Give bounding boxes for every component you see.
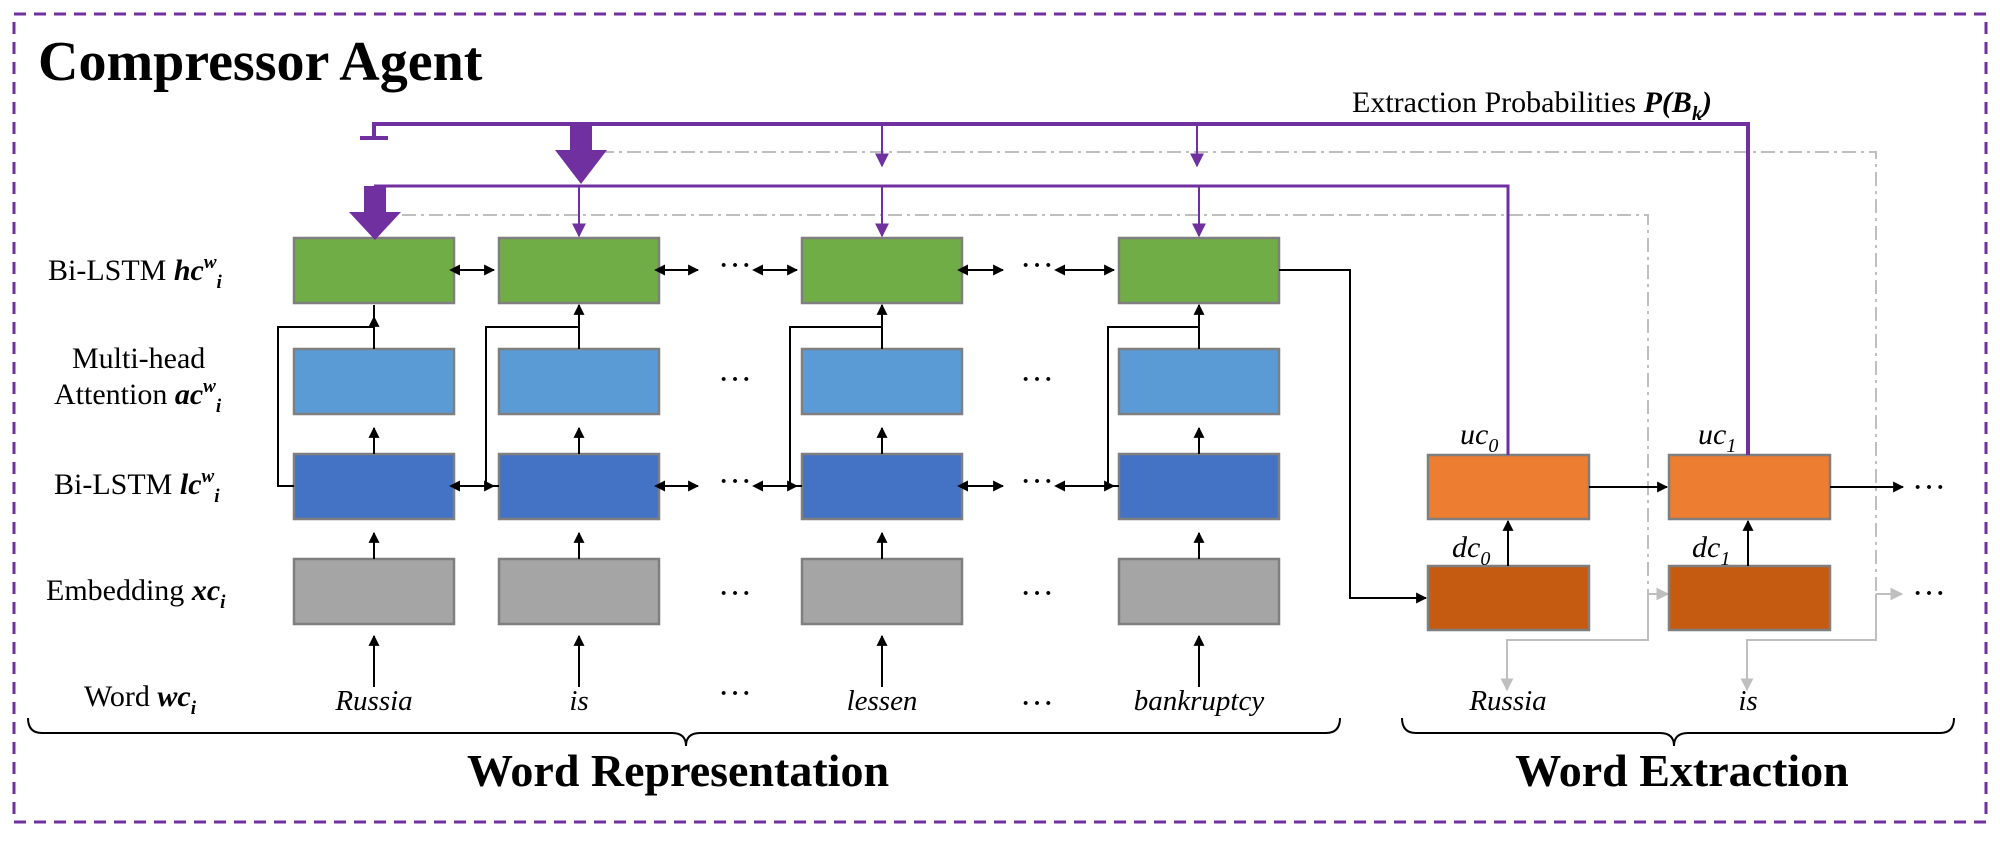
grey-dashdot-lines	[375, 151, 1877, 640]
svg-text:···: ···	[1020, 247, 1054, 284]
ellipsis-marks: ··· ··· ··· ··· ··· ··· ··· ··· ··· ··· …	[718, 247, 1946, 722]
hc-box	[1117, 236, 1281, 305]
ac-box	[497, 347, 661, 416]
thick-purple-arrow-top	[555, 124, 607, 184]
ac-box	[800, 347, 964, 416]
svg-text:···: ···	[1020, 575, 1054, 612]
column-is	[497, 236, 661, 626]
extraction-probabilities-label: Extraction Probabilities P(Bk)	[1352, 86, 1712, 125]
row-label-hc: Bi-LSTM hcwi	[48, 252, 223, 293]
uc0-label: uc0	[1460, 418, 1498, 457]
section-label-word-extraction: Word Extraction	[1515, 745, 1848, 796]
svg-text:···: ···	[1912, 469, 1946, 506]
word-bankruptcy: bankruptcy	[1134, 685, 1265, 717]
xc-box	[1117, 557, 1281, 626]
outer-dashed-border	[12, 12, 1988, 824]
dc1-box	[1667, 564, 1832, 632]
dc1-label: dc1	[1692, 531, 1730, 570]
dc0-box	[1426, 564, 1591, 632]
svg-text:···: ···	[718, 463, 752, 500]
ac-box	[1117, 347, 1281, 416]
row-label-lc: Bi-LSTM lcwi	[54, 466, 220, 507]
svg-text:···: ···	[718, 247, 752, 284]
lc-box	[292, 452, 456, 521]
output-word-is: is	[1738, 685, 1757, 717]
lc-box	[1117, 452, 1281, 521]
lc-box	[800, 452, 964, 521]
word-russia: Russia	[334, 685, 412, 717]
lc-box	[497, 452, 661, 521]
uc1-box	[1667, 453, 1832, 521]
thick-purple-arrow-main	[349, 186, 401, 240]
xc-box	[292, 557, 456, 626]
decoder-node-0	[1426, 453, 1591, 632]
hc-box	[497, 236, 661, 305]
row-label-ac-line2: Attention acwi	[54, 376, 222, 417]
xc-box	[800, 557, 964, 626]
svg-text:···: ···	[1020, 685, 1054, 722]
svg-text:···: ···	[718, 575, 752, 612]
hc-box	[800, 236, 964, 305]
purple-attention-lines	[360, 122, 1750, 455]
svg-text:···: ···	[1020, 463, 1054, 500]
uc0-box	[1426, 453, 1591, 521]
dc0-label: dc0	[1452, 531, 1490, 570]
section-braces	[27, 717, 1955, 747]
section-label-word-representation: Word Representation	[467, 745, 889, 796]
xc-box	[497, 557, 661, 626]
word-lessen: lessen	[847, 685, 918, 717]
row-label-wc: Word wci	[84, 680, 197, 719]
brace-word-representation	[27, 717, 1341, 747]
encoder-connections	[277, 264, 1905, 687]
output-word-russia: Russia	[1468, 685, 1546, 717]
diagram-title: Compressor Agent	[38, 31, 483, 93]
svg-text:···: ···	[1912, 575, 1946, 612]
svg-text:···: ···	[718, 675, 752, 712]
encoder-columns	[292, 236, 1832, 632]
word-is: is	[569, 685, 588, 717]
svg-text:···: ···	[718, 361, 752, 398]
row-label-ac-line1: Multi-head	[72, 342, 205, 375]
svg-text:···: ···	[1020, 361, 1054, 398]
grey-output-arrows	[1500, 587, 1904, 692]
ac-box	[292, 347, 456, 416]
brace-word-extraction	[1401, 717, 1955, 747]
column-lessen	[800, 236, 964, 626]
uc1-label: uc1	[1698, 418, 1736, 457]
hc-box	[292, 236, 456, 305]
row-label-xc: Embedding xci	[46, 574, 226, 613]
